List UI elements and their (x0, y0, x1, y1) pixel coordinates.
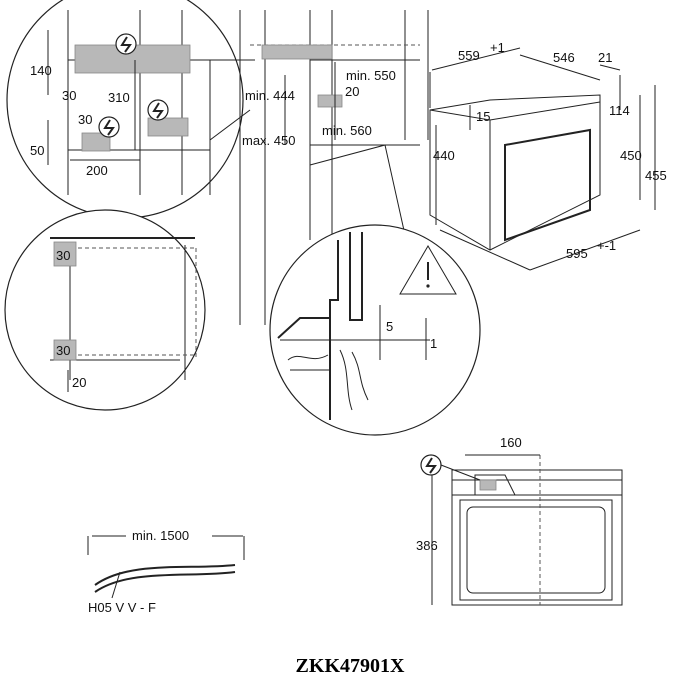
dim-140: 140 (30, 63, 52, 78)
dim-5: 5 (386, 319, 393, 334)
dim-min-444: min. 444 (245, 88, 295, 103)
cable-detail: min. 1500 H05 V V - F (87, 528, 245, 615)
dim-min-560: min. 560 (322, 123, 372, 138)
dim-30-lower: 30 (78, 112, 92, 127)
dim-450: 450 (620, 148, 642, 163)
dim-50: 50 (30, 143, 44, 158)
oven-perspective: 559 +1 546 21 15 114 440 450 455 595 +-1 (429, 40, 667, 271)
dim-15: 15 (476, 109, 490, 124)
dim-30-top-gap: 30 (56, 248, 70, 263)
dim-440: 440 (433, 148, 455, 163)
dim-30-upper: 30 (62, 88, 76, 103)
vent-slot-cabinet-mid (317, 94, 343, 108)
gap-marker-bottom (53, 339, 77, 361)
warning-triangle-icon (399, 245, 457, 295)
cabinet-elevation: min. 444 max. 450 min. 550 20 min. 560 (239, 10, 429, 325)
vent-slot-mid (147, 117, 189, 137)
dim-1: 1 (430, 336, 437, 351)
detail-circle-top-left: 140 30 310 30 50 200 (6, 0, 244, 219)
dim-595: 595 (566, 246, 588, 261)
dim-min-550: min. 550 (346, 68, 396, 83)
vent-slot-bottom (81, 132, 111, 152)
model-number: ZKK47901X (296, 655, 405, 677)
connector-line (384, 144, 406, 236)
dim-min-1500: min. 1500 (132, 528, 189, 543)
dim-max-450: max. 450 (242, 133, 295, 148)
cable-type-label: H05 V V - F (88, 600, 156, 615)
connector-line (209, 109, 251, 141)
dim-30-bottom-gap: 30 (56, 343, 70, 358)
dim-200: 200 (86, 163, 108, 178)
dim-310: 310 (108, 90, 130, 105)
dim-559-tolerance: +1 (490, 40, 505, 55)
dim-386: 386 (416, 538, 438, 553)
vent-slot-cabinet-top (261, 44, 333, 60)
dim-595-tolerance: +-1 (597, 238, 616, 253)
dim-559: 559 (458, 48, 480, 63)
dim-114: 114 (609, 103, 630, 118)
oven-front-elevation: 160 386 (416, 435, 623, 606)
gap-marker-top (53, 241, 77, 267)
dim-455: 455 (645, 168, 667, 183)
dim-20: 20 (345, 84, 359, 99)
dim-546: 546 (553, 50, 575, 65)
detail-circle-mid-left: 30 30 20 (4, 209, 206, 411)
dim-160: 160 (500, 435, 522, 450)
dim-20-bottom: 20 (72, 375, 86, 390)
dim-21: 21 (598, 50, 612, 65)
detail-circle-center: 5 1 (269, 224, 481, 436)
